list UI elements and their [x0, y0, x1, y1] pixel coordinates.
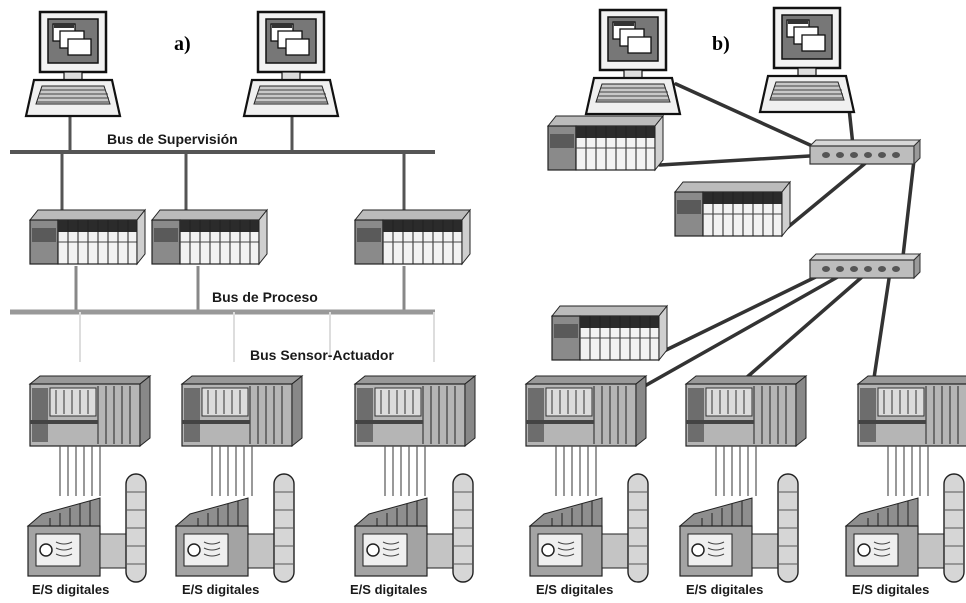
io-label: E/S digitales: [32, 582, 109, 597]
field-device-icon: [845, 473, 965, 583]
field-device-icon: [27, 473, 147, 583]
remote-io-module-icon: [857, 375, 966, 447]
io-label: E/S digitales: [686, 582, 763, 597]
panel-b-label: b): [712, 33, 730, 55]
remote-io-module-icon: [354, 375, 476, 447]
field-device-icon: [354, 473, 474, 583]
panel-a: a) Bus de Supervisión Bus de Proceso Bus…: [10, 10, 476, 597]
panel-a-label: a): [174, 33, 191, 55]
workstation-icon: [758, 6, 856, 114]
plc-rack-icon: [551, 305, 668, 361]
io-wiring: [555, 446, 929, 496]
remote-io-module-icon: [525, 375, 647, 447]
io-label: E/S digitales: [182, 582, 259, 597]
network-switch-icon: [809, 139, 921, 165]
plc-rack-icon: [151, 209, 268, 265]
io-label: E/S digitales: [350, 582, 427, 597]
field-device-icon: [529, 473, 649, 583]
plc-rack-icon: [29, 209, 146, 265]
panel-b-connections: [632, 78, 916, 394]
workstation-icon: [584, 8, 682, 116]
network-switch-icon: [809, 253, 921, 279]
panel-a-connections: [10, 105, 435, 362]
io-wiring: [59, 446, 426, 496]
supervision-bus-label: Bus de Supervisión: [107, 131, 238, 147]
io-label: E/S digitales: [852, 582, 929, 597]
sensor-actuator-bus-label: Bus Sensor-Actuador: [250, 347, 394, 363]
remote-io-module-icon: [181, 375, 303, 447]
process-bus-label: Bus de Proceso: [212, 289, 318, 305]
field-device-icon: [679, 473, 799, 583]
remote-io-module-icon: [685, 375, 807, 447]
workstation-icon: [242, 10, 340, 118]
plc-rack-icon: [354, 209, 471, 265]
io-label: E/S digitales: [536, 582, 613, 597]
plc-rack-icon: [674, 181, 791, 237]
remote-io-module-icon: [29, 375, 151, 447]
panel-b: b) E/S digitales E/S digitales E/S digit…: [525, 6, 966, 597]
field-device-icon: [175, 473, 295, 583]
plc-rack-icon: [547, 115, 664, 171]
workstation-icon: [24, 10, 122, 118]
